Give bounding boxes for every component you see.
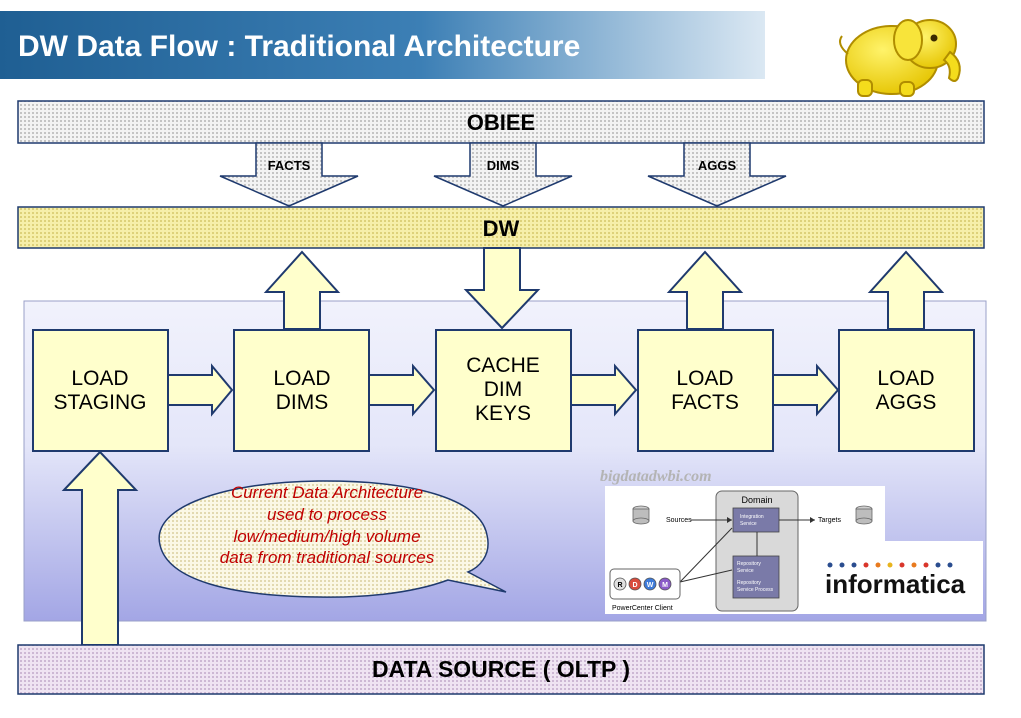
load-facts-box: LOAD FACTS — [637, 329, 774, 452]
callout-line-3: low/medium/high volume — [233, 527, 420, 546]
sources-database-icon — [632, 505, 650, 525]
load-staging-box: LOAD STAGING — [32, 329, 169, 452]
informatica-logo: informatica — [818, 541, 983, 614]
cache-dim-keys-line-3: KEYS — [475, 402, 531, 425]
repository-process-line-1: Repository — [737, 580, 761, 586]
cache-dim-keys-box: CACHE DIM KEYS — [435, 329, 572, 452]
cache-keys-down-arrow — [463, 247, 541, 330]
dims-arrow: DIMS — [433, 142, 573, 207]
targets-label: Targets — [818, 517, 841, 524]
data-source-layer — [17, 644, 985, 695]
load-facts-line-1: LOAD — [676, 367, 733, 390]
callout-bubble — [158, 480, 507, 598]
cache-dim-keys-line-2: DIM — [484, 378, 523, 401]
load-dims-box: LOAD DIMS — [233, 329, 370, 452]
aggs-arrow-label: AGGS — [698, 158, 737, 173]
load-staging-line-1: LOAD — [71, 367, 128, 390]
data-source-label: DATA SOURCE ( OLTP ) — [372, 656, 630, 682]
load-dims-line-1: LOAD — [273, 367, 330, 390]
load-dims-up-arrow — [263, 250, 341, 330]
sources-label: Sources — [666, 517, 692, 524]
facts-arrow: FACTS — [219, 142, 359, 207]
load-aggs-line-1: LOAD — [877, 367, 934, 390]
load-facts-line-2: FACTS — [671, 391, 739, 414]
informatica-logo-dots — [827, 562, 953, 568]
client-tool-icons: R D W M — [613, 577, 672, 591]
client-letter-w: W — [647, 582, 654, 589]
repository-service-box — [732, 555, 780, 599]
load-aggs-up-arrow — [867, 250, 945, 330]
flow-arrow-3 — [570, 363, 638, 417]
client-letter-m: M — [662, 582, 668, 589]
aggs-arrow: AGGS — [647, 142, 787, 207]
watermark-text: bigdatadwbi.com — [600, 468, 712, 485]
obiee-layer — [17, 100, 985, 144]
title-banner — [0, 11, 765, 79]
targets-database-icon — [855, 505, 873, 525]
repository-service-line-1: Repository — [737, 561, 761, 567]
load-aggs-line-2: AGGS — [876, 391, 937, 414]
flow-arrow-4 — [772, 363, 840, 417]
flow-arrow-2 — [368, 363, 436, 417]
callout-line-2: used to process — [267, 505, 388, 524]
callout-line-4: data from traditional sources — [220, 548, 435, 567]
integration-service-box — [732, 507, 780, 533]
powercenter-client-label: PowerCenter Client — [612, 605, 673, 612]
cache-dim-keys-line-1: CACHE — [466, 354, 540, 377]
informatica-logo-text: informatica — [825, 569, 966, 599]
page-title: DW Data Flow : Traditional Architecture — [18, 30, 580, 63]
integration-service-line-2: Service — [740, 521, 757, 527]
load-staging-line-2: STAGING — [54, 391, 147, 414]
callout-line-1: Current Data Architecture — [231, 483, 423, 502]
client-letter-r: R — [617, 582, 622, 589]
integration-service-line-1: Integration — [740, 514, 764, 520]
repository-process-line-2: Service Process — [737, 587, 774, 593]
flow-arrow-1 — [167, 363, 234, 417]
load-dims-line-2: DIMS — [276, 391, 329, 414]
source-to-staging-arrow — [61, 450, 139, 646]
dims-arrow-label: DIMS — [487, 158, 520, 173]
dw-label: DW — [483, 216, 520, 241]
load-facts-up-arrow — [666, 250, 744, 330]
client-letter-d: D — [632, 582, 637, 589]
obiee-label: OBIEE — [467, 110, 535, 135]
facts-arrow-label: FACTS — [268, 158, 311, 173]
load-aggs-box: LOAD AGGS — [838, 329, 975, 452]
repository-service-line-2: Service — [737, 568, 754, 574]
domain-label: Domain — [741, 495, 772, 505]
hadoop-elephant-icon — [839, 19, 961, 97]
